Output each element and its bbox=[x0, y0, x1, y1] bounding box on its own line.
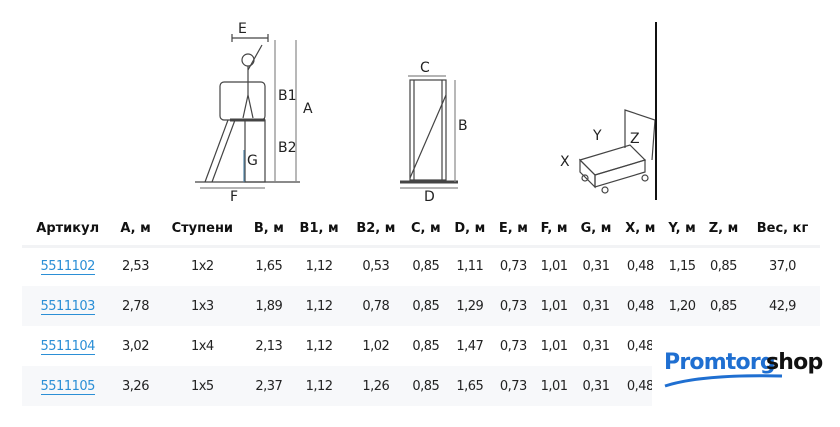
column-header: G, м bbox=[573, 212, 619, 248]
label-b1: B1 bbox=[278, 88, 297, 104]
table-cell: 1x5 bbox=[157, 366, 248, 406]
table-cell: 1,12 bbox=[305, 259, 333, 275]
table-cell: 1,12 bbox=[290, 366, 348, 406]
column-header: Y, м bbox=[662, 212, 702, 248]
table-cell: 1,89 bbox=[247, 286, 291, 326]
table-cell: 0,31 bbox=[582, 259, 610, 275]
table-cell: 1x3 bbox=[157, 286, 248, 326]
article-link[interactable]: 5511105 bbox=[40, 378, 95, 395]
table-cell: 0,48 bbox=[618, 286, 663, 326]
column-header: E, м bbox=[492, 212, 535, 248]
table-cell: 3,26 bbox=[113, 366, 158, 406]
column-header: B2, м bbox=[347, 212, 405, 248]
table-cell: 1,02 bbox=[362, 338, 390, 354]
label-a: A bbox=[303, 101, 313, 117]
table-cell: 0,85 bbox=[404, 286, 448, 326]
article-link[interactable]: 5511102 bbox=[40, 259, 95, 276]
column-header: A, м bbox=[113, 212, 158, 248]
table-cell: 0,85 bbox=[702, 286, 745, 326]
table-cell: 1x4 bbox=[190, 338, 214, 354]
label-f: F bbox=[230, 189, 238, 205]
label-d: D bbox=[424, 189, 435, 205]
table-cell: 2,53 bbox=[122, 259, 149, 275]
table-cell: 37,0 bbox=[769, 259, 796, 275]
column-header: X, м bbox=[618, 212, 663, 248]
table-cell: 0,73 bbox=[492, 286, 535, 326]
promtorgshop-logo: Promtorg shop bbox=[652, 327, 840, 410]
label-b: B bbox=[458, 118, 468, 134]
table-row: 5511104 3,02 1x4 2,13 1,12 1,02 0,85 1,47 0,73 1,… bbox=[22, 326, 820, 366]
table-cell: 1,65 bbox=[255, 259, 283, 275]
table-cell: 0,78 bbox=[347, 286, 405, 326]
table-cell: 0,85 bbox=[412, 338, 440, 354]
table-cell: 5511102 bbox=[22, 246, 113, 286]
column-header: D, м bbox=[447, 212, 493, 248]
table-cell: 3,02 bbox=[122, 338, 149, 354]
column-header: B1, м bbox=[290, 212, 348, 248]
label-e: E bbox=[238, 21, 247, 37]
label-c: C bbox=[420, 60, 430, 76]
article-link[interactable]: 5511104 bbox=[40, 338, 95, 355]
ladder-dimension-diagram: E B1 A B2 G F C B D X Y Z bbox=[195, 21, 657, 205]
column-header: F, м bbox=[534, 212, 574, 248]
table-cell: 0,73 bbox=[499, 259, 527, 275]
table-cell: 0,31 bbox=[573, 366, 619, 406]
column-header: Артикул bbox=[22, 212, 114, 248]
column-header: Вес, кг bbox=[744, 212, 820, 248]
table-cell: 0,53 bbox=[362, 259, 390, 275]
table-cell: 2,37 bbox=[247, 366, 291, 406]
table-cell: 1,01 bbox=[540, 259, 568, 275]
table-cell: 42,9 bbox=[744, 286, 820, 326]
label-z: Z bbox=[630, 131, 640, 147]
table-cell: 5511105 bbox=[22, 366, 114, 406]
table-cell: 0,85 bbox=[404, 366, 448, 406]
table-cell: 1,12 bbox=[305, 338, 333, 354]
table-cell: 0,85 bbox=[412, 259, 440, 275]
table-cell: 2,78 bbox=[113, 286, 158, 326]
table-cell: 1x2 bbox=[190, 259, 214, 275]
column-header: Ступени bbox=[157, 212, 248, 248]
table-cell: 1,11 bbox=[456, 259, 484, 275]
article-link[interactable]: 5511103 bbox=[40, 298, 95, 315]
table-cell: 5511103 bbox=[22, 286, 114, 326]
column-header: C, м bbox=[404, 212, 448, 248]
table-cell: 1,26 bbox=[347, 366, 405, 406]
table-cell: 1,01 bbox=[534, 286, 574, 326]
table-cell: 0,48 bbox=[626, 259, 654, 275]
label-x: X bbox=[560, 154, 570, 170]
label-g: G bbox=[247, 153, 258, 169]
table-cell: 1,65 bbox=[447, 366, 493, 406]
table-cell: 0,48 bbox=[626, 338, 654, 354]
table-cell: 0,73 bbox=[499, 338, 527, 354]
table-cell: 0,73 bbox=[492, 366, 535, 406]
table-cell: 1,01 bbox=[540, 338, 568, 354]
table-cell: 5511104 bbox=[22, 326, 113, 366]
table-cell: 1,20 bbox=[662, 286, 702, 326]
label-b2: B2 bbox=[278, 140, 297, 156]
table-cell: 0,31 bbox=[573, 286, 619, 326]
table-cell: 0,85 bbox=[710, 259, 737, 275]
column-header: B, м bbox=[247, 212, 291, 248]
table-cell: 0,31 bbox=[582, 338, 610, 354]
table-cell: 1,15 bbox=[668, 259, 696, 275]
table-cell: 1,47 bbox=[456, 338, 484, 354]
label-y: Y bbox=[592, 128, 602, 144]
table-cell: 1,12 bbox=[290, 286, 348, 326]
column-header: Z, м bbox=[702, 212, 745, 248]
logo-brand: Promtorg bbox=[664, 350, 775, 375]
logo-mark: Promtorg shop bbox=[664, 350, 823, 388]
table-cell: 1,01 bbox=[534, 366, 574, 406]
table-row: 5511102 2,53 1x2 1,65 1,12 0,53 0,85 1,11 0,73 1,… bbox=[22, 246, 820, 286]
logo-suffix: shop bbox=[766, 350, 822, 375]
table-cell: 1,29 bbox=[447, 286, 493, 326]
table-cell: 2,13 bbox=[255, 338, 283, 354]
